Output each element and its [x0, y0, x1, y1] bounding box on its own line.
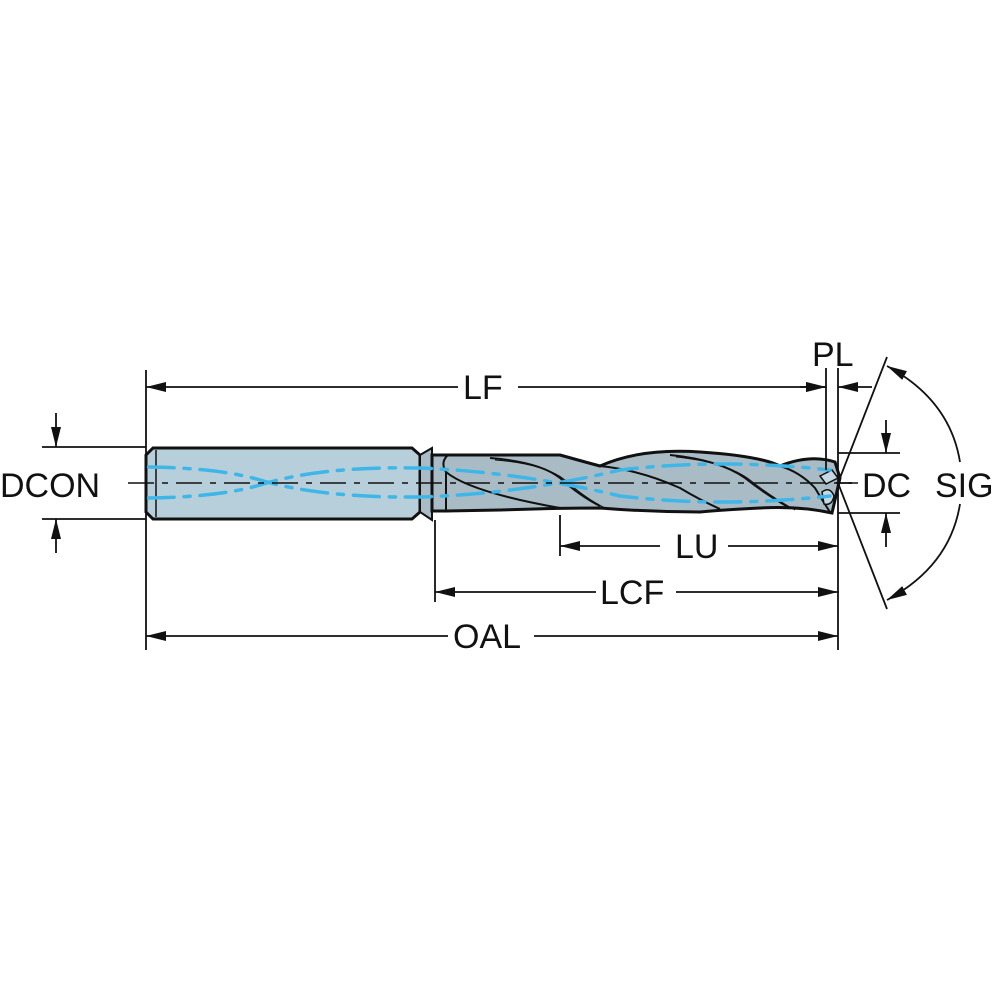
drill-fluted-body	[430, 449, 842, 515]
dimension-lcf: LCF	[435, 574, 838, 612]
dimension-lf: LF	[146, 369, 826, 407]
label-dc: DC	[862, 467, 911, 505]
label-dcon: DCON	[0, 467, 100, 505]
label-lu: LU	[675, 528, 718, 566]
dimension-dcon: DCON	[0, 413, 100, 553]
dimension-dc: DC	[862, 420, 911, 547]
dimension-lu: LU	[560, 528, 838, 566]
dimension-oal: OAL	[146, 618, 838, 656]
label-pl: PL	[812, 336, 854, 374]
coolant-channels	[146, 462, 832, 504]
label-lcf: LCF	[600, 574, 664, 612]
label-oal: OAL	[453, 618, 521, 656]
dimension-sig: SIG	[886, 365, 994, 601]
label-sig: SIG	[935, 467, 994, 505]
label-lf: LF	[463, 369, 503, 407]
drill-neck	[419, 446, 433, 522]
dimension-pl: PL	[800, 336, 872, 392]
